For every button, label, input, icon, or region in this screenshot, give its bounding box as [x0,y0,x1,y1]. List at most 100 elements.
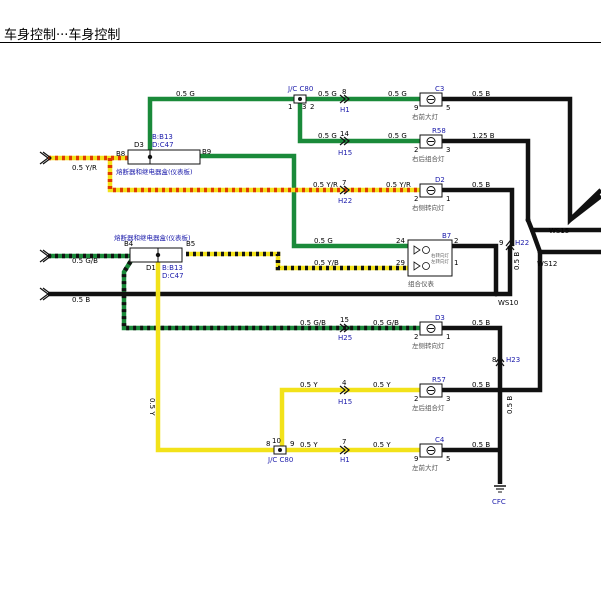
jc-bottom-label: J/C C80 [267,456,293,464]
terminal-b [39,287,52,301]
jc-top-label: J/C C80 [287,85,313,93]
jc-bottom-pin-8: 8 [266,440,270,448]
label-y-right: 0.5 Y [373,381,391,389]
d2-pin-1: 1 [446,195,450,203]
cluster-name: 组合仪表 [408,279,435,288]
h23-pin: 8 [492,356,496,364]
label-r58-left-g: 0.5 G [318,132,337,140]
r57-pin-2: 2 [414,395,418,403]
label-top-mid-g2: 0.5 G [388,90,407,98]
lower-code1: B:B13 [162,264,183,272]
h22-right-pin: 9 [499,239,503,247]
wire-green-top [147,96,294,156]
inline-h1-top: 8 H1 [339,88,350,114]
label-cluster-g: 0.5 G [314,237,333,245]
c4-pin-5: 5 [446,455,450,463]
lower-code2: D:C47 [162,272,184,280]
label-y-low-mid: 0.5 Y [300,441,318,449]
wire-yb [186,251,408,271]
cluster-code: B7 [442,232,451,240]
h1-top-name: H1 [340,106,350,114]
wire-green-r58 [297,103,420,144]
upper-code1: B:B13 [152,133,173,141]
label-b-left: 0.5 B [72,296,90,304]
label-d3-right-b: 0.5 B [472,319,490,327]
r58-name: 右后组合灯 [412,154,445,163]
lamp-d3: D3 2 1 左侧转向灯 [412,314,450,350]
jc-top-pin-3: 3 [302,103,306,111]
wire-black-left [48,246,513,297]
label-d2-right-b: 0.5 B [472,181,490,189]
wire-yb-stripe [186,251,408,271]
h1-low-name: H1 [340,456,350,464]
label-yr-right: 0.5 Y/R [386,181,411,189]
h25-name: H25 [338,334,352,342]
label-gb-right: 0.5 G/B [373,319,399,327]
c4-pin-9: 9 [414,455,418,463]
d2-name: 右侧转向灯 [412,203,445,212]
r58-code: R58 [432,127,446,135]
label-r57-right-b: 0.5 B [472,381,490,389]
c3-pin-5: 5 [446,104,450,112]
label-cluster-yb: 0.5 Y/B [314,259,339,267]
cluster-pin-1: 1 [454,259,458,267]
label-h22-vert-b: 0.5 B [513,252,521,270]
lamp-c3: C3 9 5 右前大灯 [412,85,450,121]
label-gb-left: 0.5 G/B [72,257,98,265]
wire-green-cluster [200,153,408,249]
terminal-gb [39,249,52,263]
wire-black-cluster [452,243,499,294]
wire-black-c3 [442,96,601,226]
page-title: 车身控制···车身控制 [4,28,121,43]
h25-pin: 15 [340,316,349,324]
splice-ws10: WS10 [498,299,518,307]
upper-pin-b9: B9 [202,148,211,156]
r57-pin-3: 3 [446,395,450,403]
label-r58-right-b: 1.25 B [472,132,495,140]
lower-pin-d1: D1 [146,264,156,272]
h22-left-pin: 7 [342,179,346,187]
ground-symbol [494,485,506,493]
r57-code: R57 [432,376,446,384]
header-rule [0,42,601,43]
h15-top-pin: 14 [340,130,349,138]
splice-ws15-dot [525,217,531,223]
instrument-cluster: 右转向灯 左转向灯 B7 24 2 29 1 组合仪表 [396,232,458,288]
cluster-pin-24: 24 [396,237,405,245]
cluster-indicator-right: 右转向灯 [431,252,449,259]
h15-top-name: H15 [338,149,352,157]
lamp-c4: C4 9 5 左前大灯 [412,436,450,472]
inline-h23: 8 H23 [492,356,520,367]
inline-h1-low: 7 H1 [339,438,350,464]
lamp-d2: D2 2 1 右侧转向灯 [412,176,450,212]
wire-yr-right-stripe [107,158,420,193]
inline-h25: 15 H25 [338,316,352,342]
label-y-mid: 0.5 Y [300,381,318,389]
c3-pin-9: 9 [414,104,418,112]
wire-yellow-r57 [279,387,420,450]
jc-bottom: 8 10 9 J/C C80 [266,437,294,464]
d2-pin-2: 2 [414,195,418,203]
c3-code: C3 [435,85,444,93]
splice-ws10-dot [493,291,499,297]
h22-right-name: H22 [515,239,529,247]
label-top-right-b: 0.5 B [472,90,490,98]
lower-pin-b4: B4 [124,240,134,248]
jc-top: J/C C80 1 3 2 [287,85,314,111]
lower-pin-b5: B5 [186,240,195,248]
splice-ws15: WS15 [549,227,569,235]
wire-yellow-vertical [155,262,274,453]
label-y-low-right: 0.5 Y [373,441,391,449]
label-yr-left: 0.5 Y/R [72,164,97,172]
inline-h22-left: 7 H22 [338,179,352,205]
r58-pin-2: 2 [414,146,418,154]
jc-top-pin-1: 1 [288,103,292,111]
label-top-mid-g: 0.5 G [318,90,337,98]
wire-black-r58 [442,138,531,220]
inline-h15-top: 14 H15 [338,130,352,157]
wire-black-d2 [442,187,515,246]
splice-ws12: WS12 [537,260,557,268]
label-top-left-g: 0.5 G [176,90,195,98]
label-gb-mid: 0.5 G/B [300,319,326,327]
